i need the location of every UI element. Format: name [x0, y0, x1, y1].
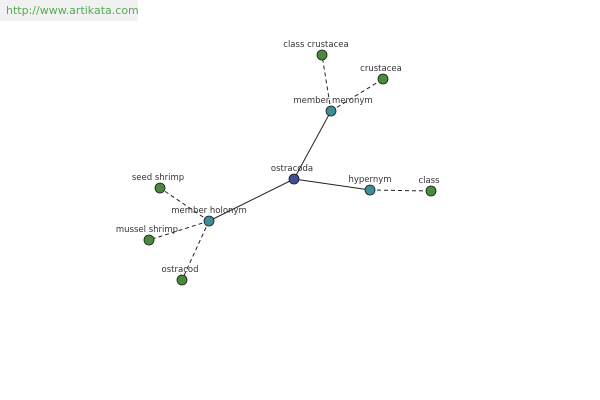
node-seed-shrimp[interactable] — [154, 182, 166, 194]
edge-center-member-meronym — [293, 110, 332, 180]
edge-member-holonym-mussel-shrimp — [148, 220, 210, 241]
label-member-holonym[interactable]: member holonym — [171, 206, 246, 216]
label-crustacea[interactable]: crustacea — [360, 64, 402, 74]
node-class-crustacea[interactable] — [316, 49, 328, 61]
node-hypernym[interactable] — [364, 184, 376, 196]
edge-member-holonym-ostracod — [181, 220, 210, 281]
label-class[interactable]: class — [418, 176, 440, 186]
node-ostracoda[interactable] — [288, 173, 300, 185]
label-seed-shrimp[interactable]: seed shrimp — [132, 173, 184, 183]
node-member-meronym[interactable] — [325, 105, 337, 117]
source-url-link[interactable]: http://www.artikata.com — [6, 4, 139, 17]
label-ostracoda[interactable]: ostracoda — [271, 164, 313, 174]
node-member-holonym[interactable] — [203, 215, 215, 227]
edge-hypernym-class — [369, 189, 432, 192]
label-ostracod[interactable]: ostracod — [162, 265, 199, 275]
edge-member-meronym-class-crustacea — [321, 54, 332, 112]
label-mussel-shrimp[interactable]: mussel shrimp — [116, 225, 178, 235]
source-url-bar: http://www.artikata.com — [0, 0, 139, 21]
label-hypernym[interactable]: hypernym — [348, 175, 391, 185]
edge-member-meronym-crustacea — [330, 78, 384, 112]
edge-center-member-holonym — [208, 178, 295, 222]
label-member-meronym[interactable]: member meronym — [293, 96, 372, 106]
edge-center-hypernym — [293, 178, 371, 191]
edge-member-holonym-seed-shrimp — [159, 187, 210, 222]
label-class-crustacea[interactable]: class crustacea — [283, 40, 348, 50]
node-class[interactable] — [425, 185, 437, 197]
node-mussel-shrimp[interactable] — [143, 234, 155, 246]
node-ostracod[interactable] — [176, 274, 188, 286]
node-crustacea[interactable] — [377, 73, 389, 85]
